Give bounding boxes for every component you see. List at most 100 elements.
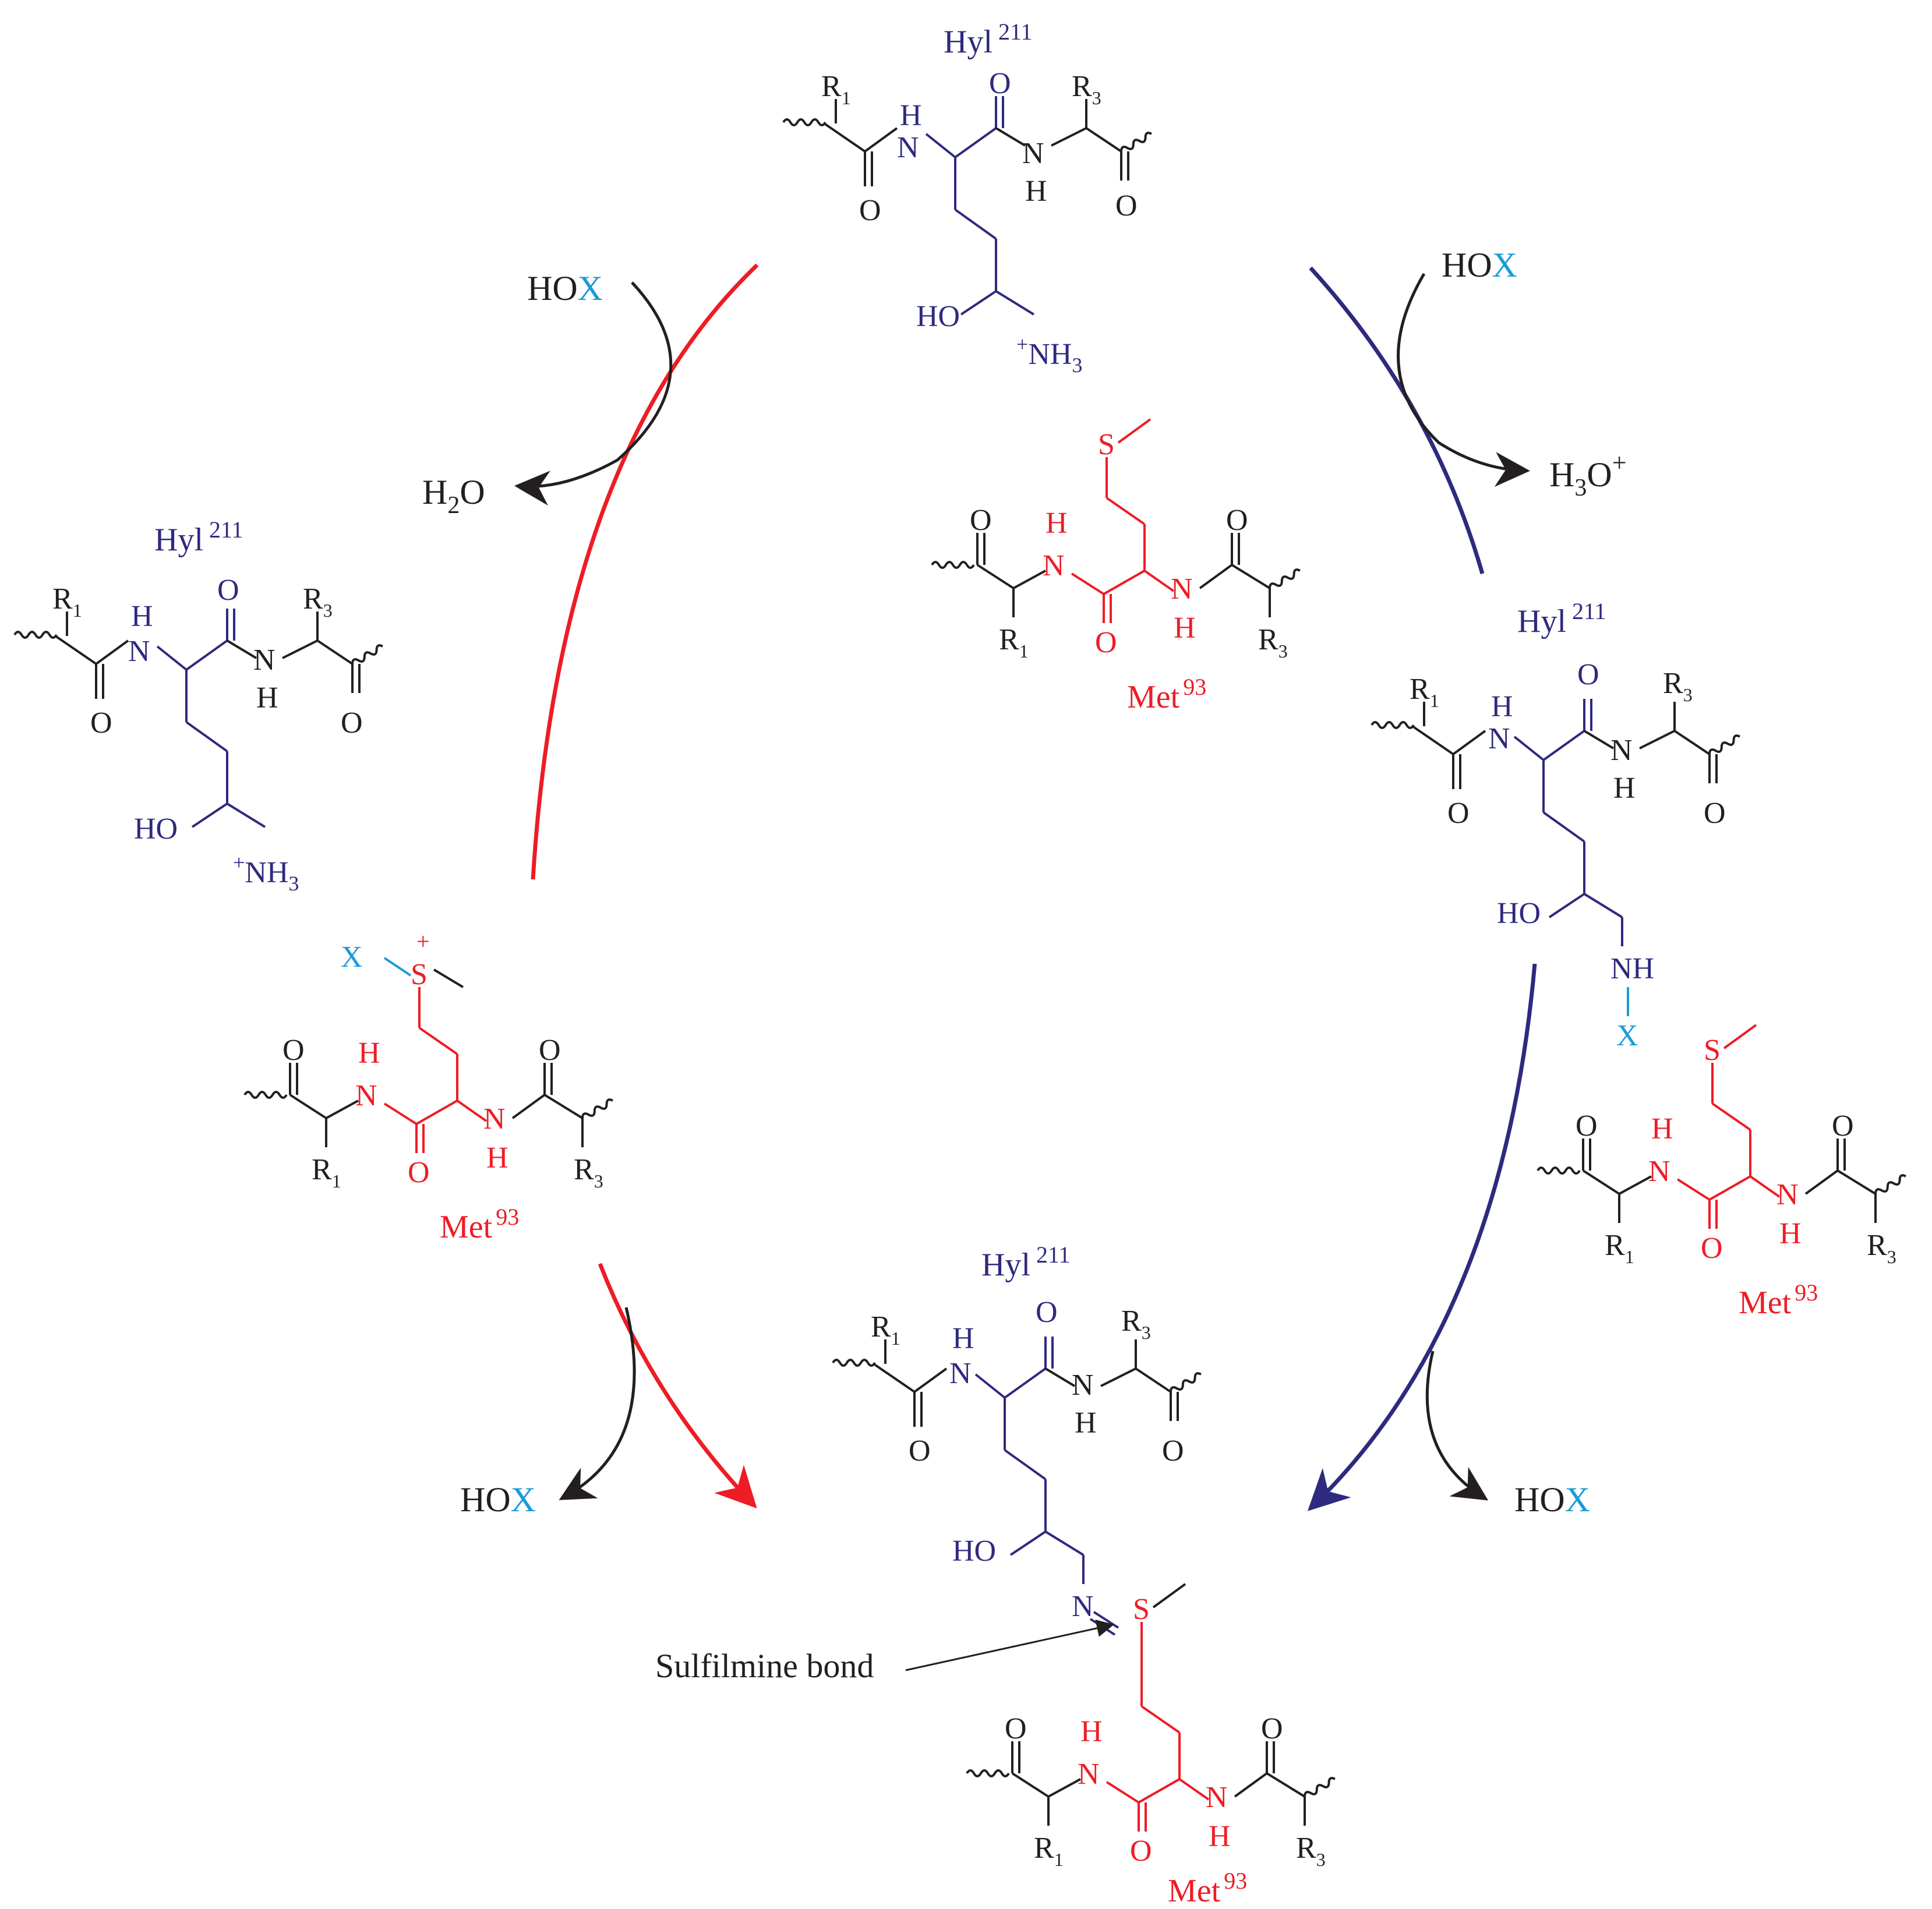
svg-text:O: O [1005,1712,1027,1745]
svg-text:O: O [1701,1232,1723,1265]
svg-text:O: O [1130,1834,1152,1868]
svg-text:S: S [1704,1034,1721,1067]
svg-text:O: O [408,1156,430,1189]
svg-text:O: O [1576,1109,1598,1143]
svg-text:O: O [989,67,1011,100]
svg-text:O: O [1704,797,1726,830]
svg-text:N: N [1648,1155,1670,1188]
svg-text:R1: R1 [52,582,82,621]
blue-pathway-arrow-lower [1307,963,1537,1511]
svg-text:NH: NH [1610,952,1654,985]
svg-text:N: N [1072,1369,1094,1402]
svg-text:N: N [355,1079,377,1112]
svg-text:N: N [253,644,276,677]
svg-text:R3: R3 [574,1153,603,1192]
red-pathway-arc-upper [531,263,759,880]
svg-text:O: O [341,706,363,740]
hox-to-h2o-arrow [514,281,673,506]
svg-text:O: O [217,574,239,607]
svg-text:R1: R1 [1410,673,1439,711]
svg-text:O: O [539,1034,561,1067]
svg-text:N: N [1610,734,1633,767]
svg-text:N: N [1488,722,1510,755]
hox-to-h3o-arrow [1397,273,1530,487]
sulfilimine-bond-pointer [905,1620,1114,1671]
svg-text:N: N [1043,549,1065,582]
svg-text:H: H [358,1037,380,1070]
svg-text:O: O [1095,626,1117,659]
svg-text:R1: R1 [999,623,1029,662]
svg-text:N: N [1022,137,1044,170]
svg-text:H: H [1080,1715,1103,1748]
svg-text:H: H [1075,1406,1097,1440]
svg-text:O: O [1162,1434,1184,1468]
svg-text:HO: HO [952,1535,996,1568]
right-release-hox-arrow [1425,1351,1489,1501]
svg-text:R3: R3 [1072,70,1101,108]
svg-text:R3: R3 [1258,623,1288,662]
svg-text:+: + [416,928,430,954]
svg-text:H: H [952,1322,974,1355]
svg-text:O: O [1577,658,1599,691]
svg-text:H: H [256,681,278,715]
svg-text:H: H [1046,507,1068,540]
svg-text:O: O [1832,1109,1854,1143]
svg-text:O: O [1036,1296,1058,1329]
svg-text:H: H [486,1141,508,1175]
svg-text:HO: HO [916,300,960,333]
product-hox-bottom-left: HOX [460,1480,536,1519]
svg-text:N: N [1206,1781,1228,1814]
left-release-hox-arrow [559,1307,636,1500]
svg-text:N: N [1072,1590,1094,1623]
svg-text:R3: R3 [1121,1305,1151,1343]
svg-text:O: O [859,194,881,227]
svg-text:O: O [1115,189,1138,222]
svg-text:+NH3: +NH3 [233,851,299,895]
sulfilimine-bond-label: Sulfilmine bond [655,1647,874,1685]
svg-text:N: N [128,635,150,668]
svg-text:O: O [1261,1712,1283,1745]
svg-text:+NH3: +NH3 [1016,333,1082,377]
svg-text:N: N [483,1102,506,1136]
svg-text:O: O [1447,797,1470,830]
svg-text:R1: R1 [312,1153,341,1192]
svg-text:R1: R1 [1034,1832,1064,1870]
svg-text:R1: R1 [1605,1229,1634,1267]
svg-text:N: N [949,1357,972,1390]
svg-text:H: H [1779,1217,1802,1250]
svg-text:R3: R3 [1867,1229,1896,1267]
reagent-hox-top-left: HOX [527,269,603,307]
svg-text:R1: R1 [871,1310,900,1349]
svg-text:R3: R3 [1663,667,1693,705]
svg-text:N: N [897,131,919,164]
product-hox-bottom-right: HOX [1514,1480,1590,1519]
svg-text:HO: HO [134,812,178,846]
svg-text:H: H [1025,175,1047,208]
product-h3o: H3O+ [1549,448,1627,501]
svg-text:HO: HO [1497,897,1541,930]
svg-text:O: O [1226,504,1248,537]
svg-text:O: O [90,706,112,740]
svg-text:H: H [1209,1820,1231,1853]
svg-text:H: H [900,99,922,132]
svg-text:N: N [1776,1178,1799,1211]
svg-text:R3: R3 [1296,1832,1326,1870]
svg-text:O: O [970,504,992,537]
